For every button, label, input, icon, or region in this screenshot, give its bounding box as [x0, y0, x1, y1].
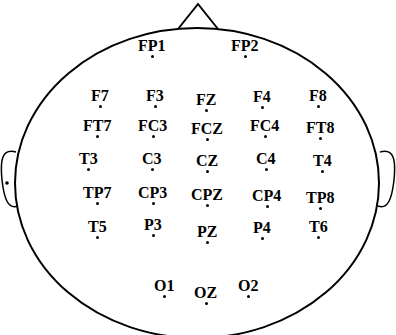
electrode-dot: [266, 205, 269, 208]
electrode-label: PZ: [197, 224, 217, 240]
electrode-label: T4: [313, 153, 332, 169]
electrode-label: F8: [309, 88, 327, 104]
electrode-dot: [319, 207, 322, 210]
electrode-label: FC4: [250, 118, 279, 134]
electrode-dot: [206, 204, 209, 207]
electrode-label: CPZ: [191, 187, 223, 203]
electrode-label: O1: [154, 278, 174, 294]
electrode-label: FZ: [196, 92, 216, 108]
electrode-dot: [96, 236, 99, 239]
electrode-label: P4: [253, 220, 271, 236]
electrode-label: FT8: [306, 120, 334, 136]
electrode-label: F7: [91, 88, 109, 104]
electrode-label: C3: [142, 151, 162, 167]
electrode-dot: [206, 241, 209, 244]
electrode-label: CP4: [252, 188, 281, 204]
electrode-label: T5: [88, 219, 107, 235]
electrode-label: F3: [146, 88, 164, 104]
electrode-label: FC3: [138, 118, 167, 134]
electrode-dot: [163, 295, 166, 298]
electrode-dot: [206, 138, 209, 141]
scalp: [15, 28, 379, 335]
electrode-label: TP7: [83, 185, 111, 201]
electrode-label: T3: [79, 151, 98, 167]
electrode-label: CP3: [138, 185, 167, 201]
electrode-dot: [152, 135, 155, 138]
electrode-dot: [261, 237, 264, 240]
electrode-label: OZ: [194, 285, 217, 301]
electrode-dot: [265, 168, 268, 171]
electrode-label: P3: [144, 217, 162, 233]
nose: [178, 4, 218, 29]
electrode-label: C4: [256, 151, 276, 167]
electrode-dot: [205, 302, 208, 305]
electrode-dot: [151, 55, 154, 58]
electrode-dot: [319, 137, 322, 140]
electrode-dot: [152, 202, 155, 205]
electrode-dot: [261, 106, 264, 109]
electrode-dot: [99, 105, 102, 108]
electrode-label: FP1: [138, 38, 166, 54]
electrode-dot: [206, 170, 209, 173]
electrode-dot: [321, 170, 324, 173]
ear-mark: [5, 181, 9, 185]
electrode-label: TP8: [306, 190, 334, 206]
electrode-dot: [247, 295, 250, 298]
electrode-label: FCZ: [191, 121, 223, 137]
electrode-dot: [96, 202, 99, 205]
electrode-label: F4: [253, 89, 271, 105]
electrode-dot: [264, 135, 267, 138]
electrode-dot: [152, 234, 155, 237]
electrode-dot: [87, 168, 90, 171]
electrode-dot: [154, 105, 157, 108]
electrode-dot: [244, 55, 247, 58]
right-ear: [378, 151, 395, 207]
electrode-dot: [317, 105, 320, 108]
electrode-dot: [317, 236, 320, 239]
electrode-dot: [151, 168, 154, 171]
electrode-dot: [205, 109, 208, 112]
electrode-dot: [96, 135, 99, 138]
electrode-label: CZ: [196, 153, 218, 169]
electrode-label: FP2: [231, 38, 259, 54]
electrode-label: T6: [309, 219, 328, 235]
electrode-label: O2: [238, 278, 258, 294]
electrode-label: FT7: [83, 118, 111, 134]
